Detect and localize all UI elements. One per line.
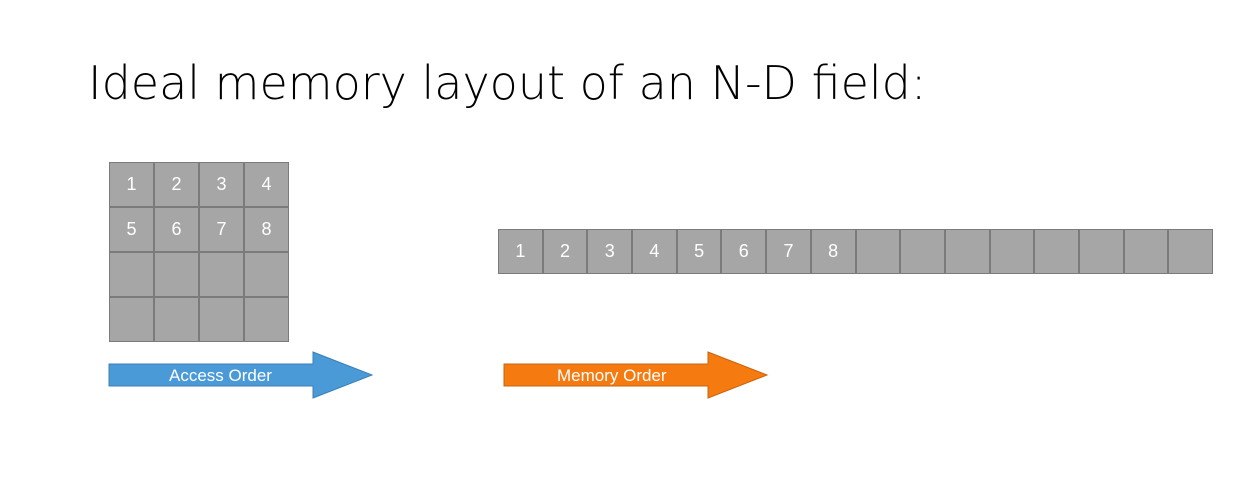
grid-cell: 4 — [244, 162, 289, 207]
grid-cell — [244, 297, 289, 342]
field-grid: 1 2 3 4 5 6 7 8 — [109, 162, 289, 342]
grid-cell — [199, 297, 244, 342]
memory-cell: 7 — [766, 229, 811, 274]
memory-cell — [1078, 229, 1124, 274]
memory-order-label: Memory Order — [557, 366, 667, 385]
memory-strip: 1 2 3 4 5 6 7 8 — [498, 229, 1213, 274]
access-order-label: Access Order — [169, 366, 272, 385]
memory-cell — [855, 229, 901, 274]
grid-cell — [109, 297, 154, 342]
grid-cell: 2 — [154, 162, 199, 207]
memory-cell — [1168, 229, 1213, 274]
memory-cell — [944, 229, 990, 274]
grid-cell: 6 — [154, 207, 199, 252]
access-order-arrow-shape — [108, 351, 374, 399]
memory-cell — [1123, 229, 1169, 274]
grid-cell: 3 — [199, 162, 244, 207]
grid-cell: 1 — [109, 162, 154, 207]
grid-cell — [199, 252, 244, 297]
grid-cell: 8 — [244, 207, 289, 252]
memory-cell — [1034, 229, 1079, 274]
access-order-arrow-icon — [108, 351, 374, 399]
memory-order-arrow-icon — [503, 351, 769, 399]
memory-cell: 6 — [721, 229, 767, 274]
memory-order-arrow-shape — [503, 351, 769, 399]
memory-cell — [900, 229, 945, 274]
memory-cell: 2 — [542, 229, 588, 274]
memory-cell: 1 — [498, 229, 543, 274]
grid-cell — [109, 252, 154, 297]
grid-cell — [154, 252, 199, 297]
page-title: Ideal memory layout of an N-D field: — [88, 56, 927, 110]
grid-cell — [244, 252, 289, 297]
memory-cell: 8 — [810, 229, 856, 274]
memory-cell: 5 — [676, 229, 722, 274]
grid-cell: 7 — [199, 207, 244, 252]
grid-cell — [154, 297, 199, 342]
memory-cell: 3 — [587, 229, 633, 274]
memory-cell — [989, 229, 1035, 274]
grid-cell: 5 — [109, 207, 154, 252]
memory-cell: 4 — [632, 229, 677, 274]
